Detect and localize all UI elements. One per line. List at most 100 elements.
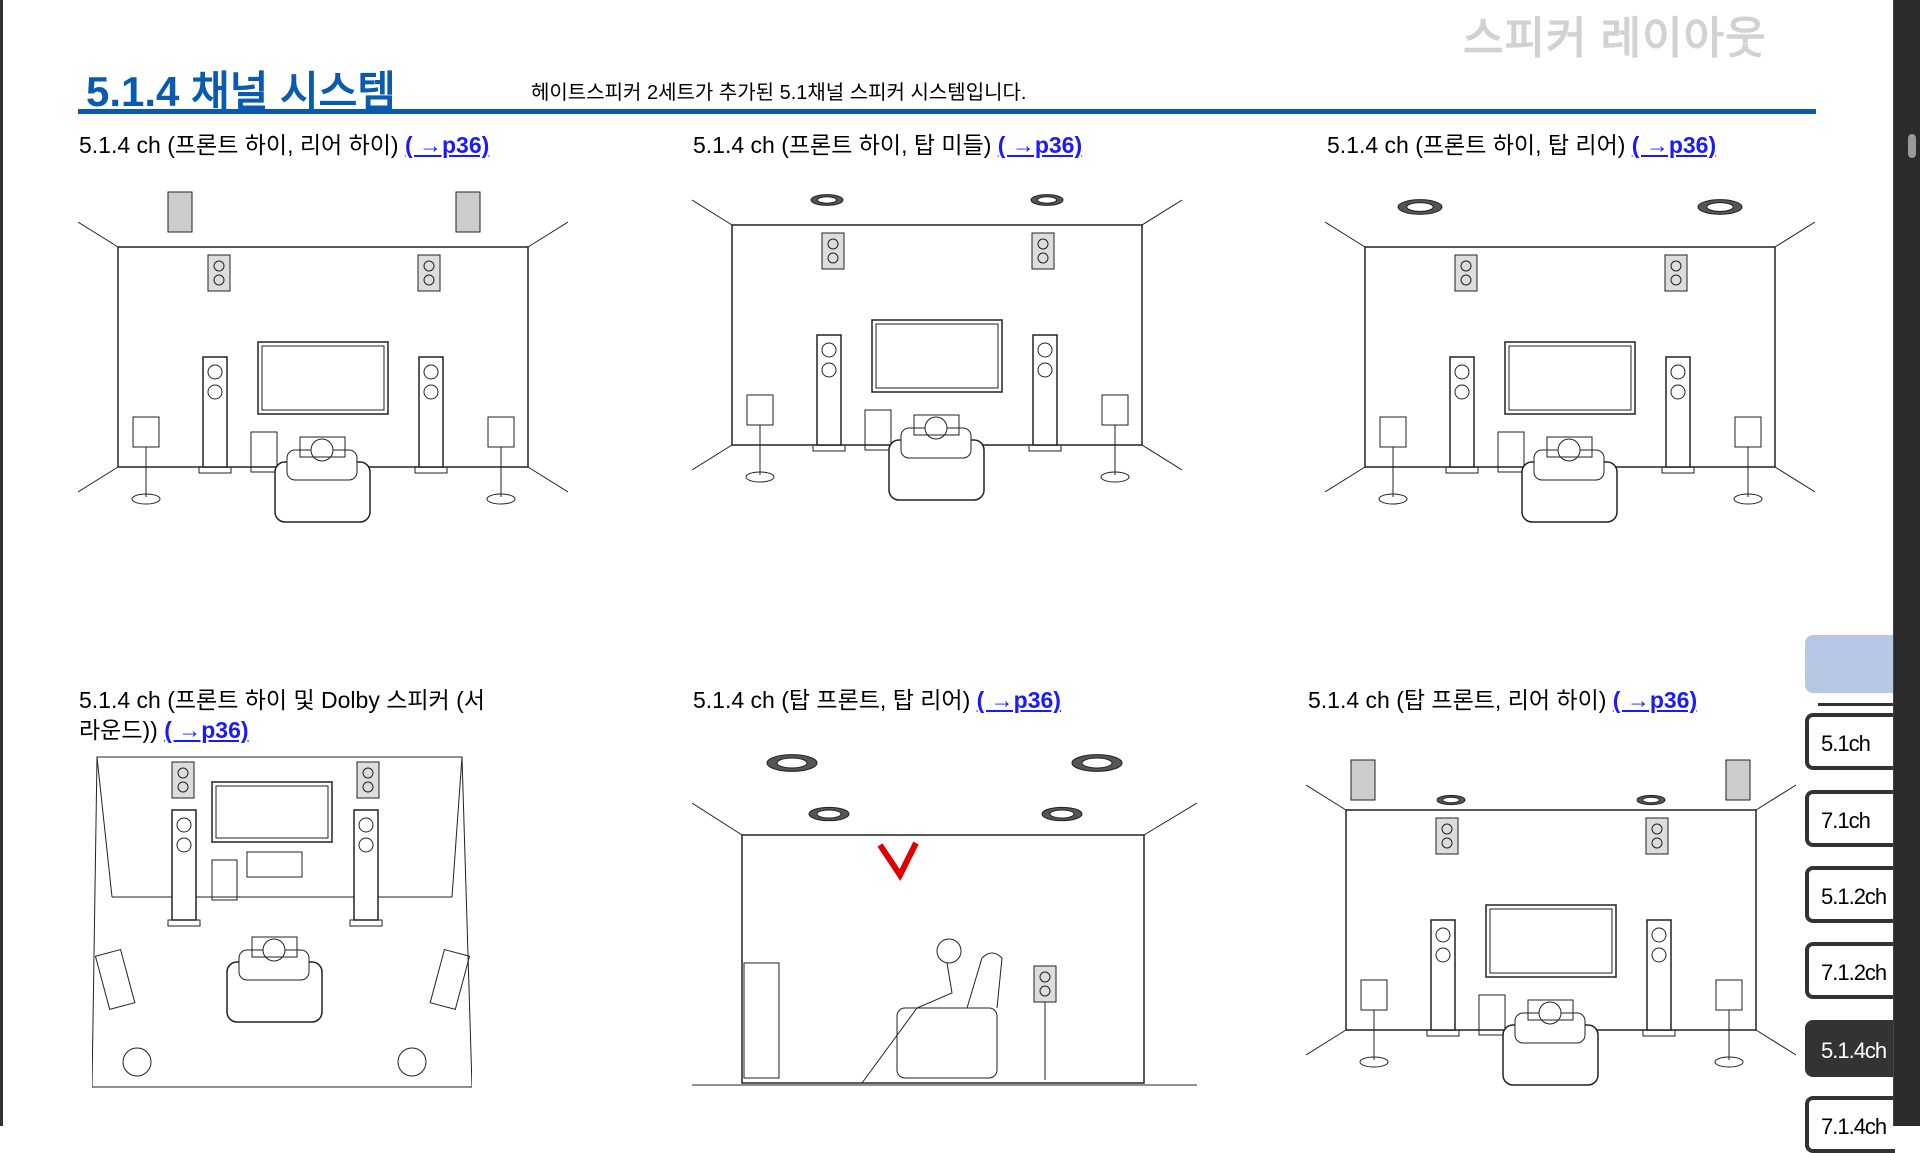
floor-edge [1755, 1029, 1796, 1056]
speaker-cone [176, 817, 192, 833]
speaker-cone [1460, 274, 1472, 286]
subwoofer-icon [864, 409, 892, 451]
subwoofer-icon [250, 431, 278, 473]
back-wall [1364, 246, 1776, 468]
tv-icon [1485, 904, 1617, 978]
subwoofer-icon [211, 859, 238, 901]
speaker-cone [362, 781, 374, 793]
tower-speaker-icon [418, 356, 444, 468]
ceiling-edge [1141, 199, 1182, 226]
speaker-cone [821, 342, 837, 358]
layout-caption: 5.1.4 ch (탑 프론트, 리어 하이) ( →p36) [1308, 685, 1697, 715]
tab-divider [1818, 703, 1895, 706]
floor-edge [692, 444, 733, 471]
stand-base [1733, 493, 1763, 505]
floor-edge [1306, 1029, 1347, 1056]
dolby-speaker-icon [429, 948, 471, 1011]
speaker-cone [1651, 837, 1663, 849]
speaker-base [1426, 1029, 1460, 1037]
speaker-cone [1037, 238, 1049, 250]
armchair-icon [896, 1007, 998, 1079]
tv-icon [257, 341, 389, 415]
tower-speaker-icon [816, 334, 842, 446]
surround-speaker-icon [487, 416, 515, 448]
height-speaker-icon [1350, 759, 1376, 801]
speaker-base [198, 466, 232, 474]
speaker-icon [417, 254, 441, 292]
speaker-cone [1670, 384, 1686, 400]
caption-text: 5.1.4 ch (프론트 하이 및 Dolby 스피커 (서라운드)) [79, 687, 485, 743]
ceiling-edge [692, 802, 743, 836]
speaker-cone [213, 260, 225, 272]
ceiling-speaker-inner [1442, 796, 1460, 804]
page-link[interactable]: ( →p36) [976, 687, 1061, 713]
height-speaker-icon [455, 191, 481, 233]
page-title: 5.1.4 채널 시스템 [86, 68, 396, 115]
speaker-base [1642, 1029, 1676, 1037]
center-speaker-icon [246, 851, 303, 878]
tower-speaker-icon [1449, 356, 1475, 468]
tv-screen [1508, 345, 1632, 411]
tower-speaker-icon [171, 809, 197, 921]
tv-screen [261, 345, 385, 411]
speaker-cone [1037, 252, 1049, 264]
speaker-cone [423, 260, 435, 272]
caption-text: 5.1.4 ch (프론트 하이, 리어 하이) [79, 132, 399, 158]
wall-edge [451, 756, 463, 898]
ceiling-edge [1325, 221, 1366, 248]
page-link[interactable]: ( →p36) [1631, 132, 1717, 158]
stand-base [1359, 1056, 1389, 1068]
ceiling-speaker-inner [1049, 809, 1075, 819]
speaker-icon [1454, 254, 1478, 292]
speaker-layout-diagram [1306, 759, 1796, 1086]
speaker-cone [1037, 362, 1053, 378]
speaker-cone [358, 817, 374, 833]
listener-head [262, 938, 286, 962]
center-speaker-icon [299, 436, 346, 458]
scrollbar-thumb[interactable] [1908, 134, 1916, 158]
speaker-icon [1664, 254, 1688, 292]
tab-7-1-2ch[interactable]: 7.1.2ch [1805, 942, 1895, 999]
caption-text: 5.1.4 ch (프론트 하이, 탑 리어) [1327, 132, 1626, 158]
speaker-cone [358, 837, 374, 853]
listener-head [924, 416, 948, 440]
chair-back [966, 952, 1003, 1009]
speaker-layout-diagram [1325, 199, 1815, 523]
speaker-cone [176, 837, 192, 853]
tower-speaker-icon [1646, 919, 1672, 1031]
speaker-cone [1435, 927, 1451, 943]
speaker-base [812, 444, 846, 452]
tab-5-1ch[interactable]: 5.1ch [1805, 713, 1895, 770]
ceiling-edge [692, 199, 733, 226]
page-link[interactable]: ( →p36) [997, 132, 1083, 158]
page-link[interactable]: ( →p36) [164, 717, 249, 743]
ceiling-speaker-inner [1036, 196, 1058, 204]
stand-base [1100, 471, 1130, 483]
surround-speaker-icon [1715, 979, 1743, 1011]
speaker-layout-diagram [92, 756, 472, 1088]
speaker-cone [207, 364, 223, 380]
speaker-cone [177, 781, 189, 793]
scrollbar[interactable] [1893, 0, 1920, 1126]
page-link[interactable]: ( →p36) [1612, 687, 1698, 713]
ceiling-edge [78, 221, 119, 248]
subwoofer-icon [1497, 431, 1525, 473]
center-speaker-icon [1546, 436, 1593, 458]
ceiling-speaker-inner [1081, 757, 1113, 769]
speaker-icon [207, 254, 231, 292]
tv-screen [215, 785, 329, 839]
tab-5-1-4ch[interactable]: 5.1.4ch [1805, 1020, 1895, 1077]
tab-5-1-2ch[interactable]: 5.1.2ch [1805, 866, 1895, 923]
tab-7-1ch[interactable]: 7.1ch [1805, 790, 1895, 847]
speaker-cone [1039, 971, 1051, 983]
tab-7-1-4ch[interactable]: 7.1.4ch [1805, 1096, 1895, 1153]
surround-speaker-icon [132, 416, 160, 448]
listener-head [936, 938, 962, 964]
floor-edge [78, 466, 119, 493]
tv-icon [1504, 341, 1636, 415]
speaker-cone [1651, 927, 1667, 943]
layout-caption: 5.1.4 ch (프론트 하이 및 Dolby 스피커 (서라운드)) ( →… [79, 685, 499, 745]
page-link[interactable]: ( →p36) [404, 132, 490, 158]
speaker-layout-side-diagram [692, 754, 1197, 1086]
speaker-cone [1460, 260, 1472, 272]
